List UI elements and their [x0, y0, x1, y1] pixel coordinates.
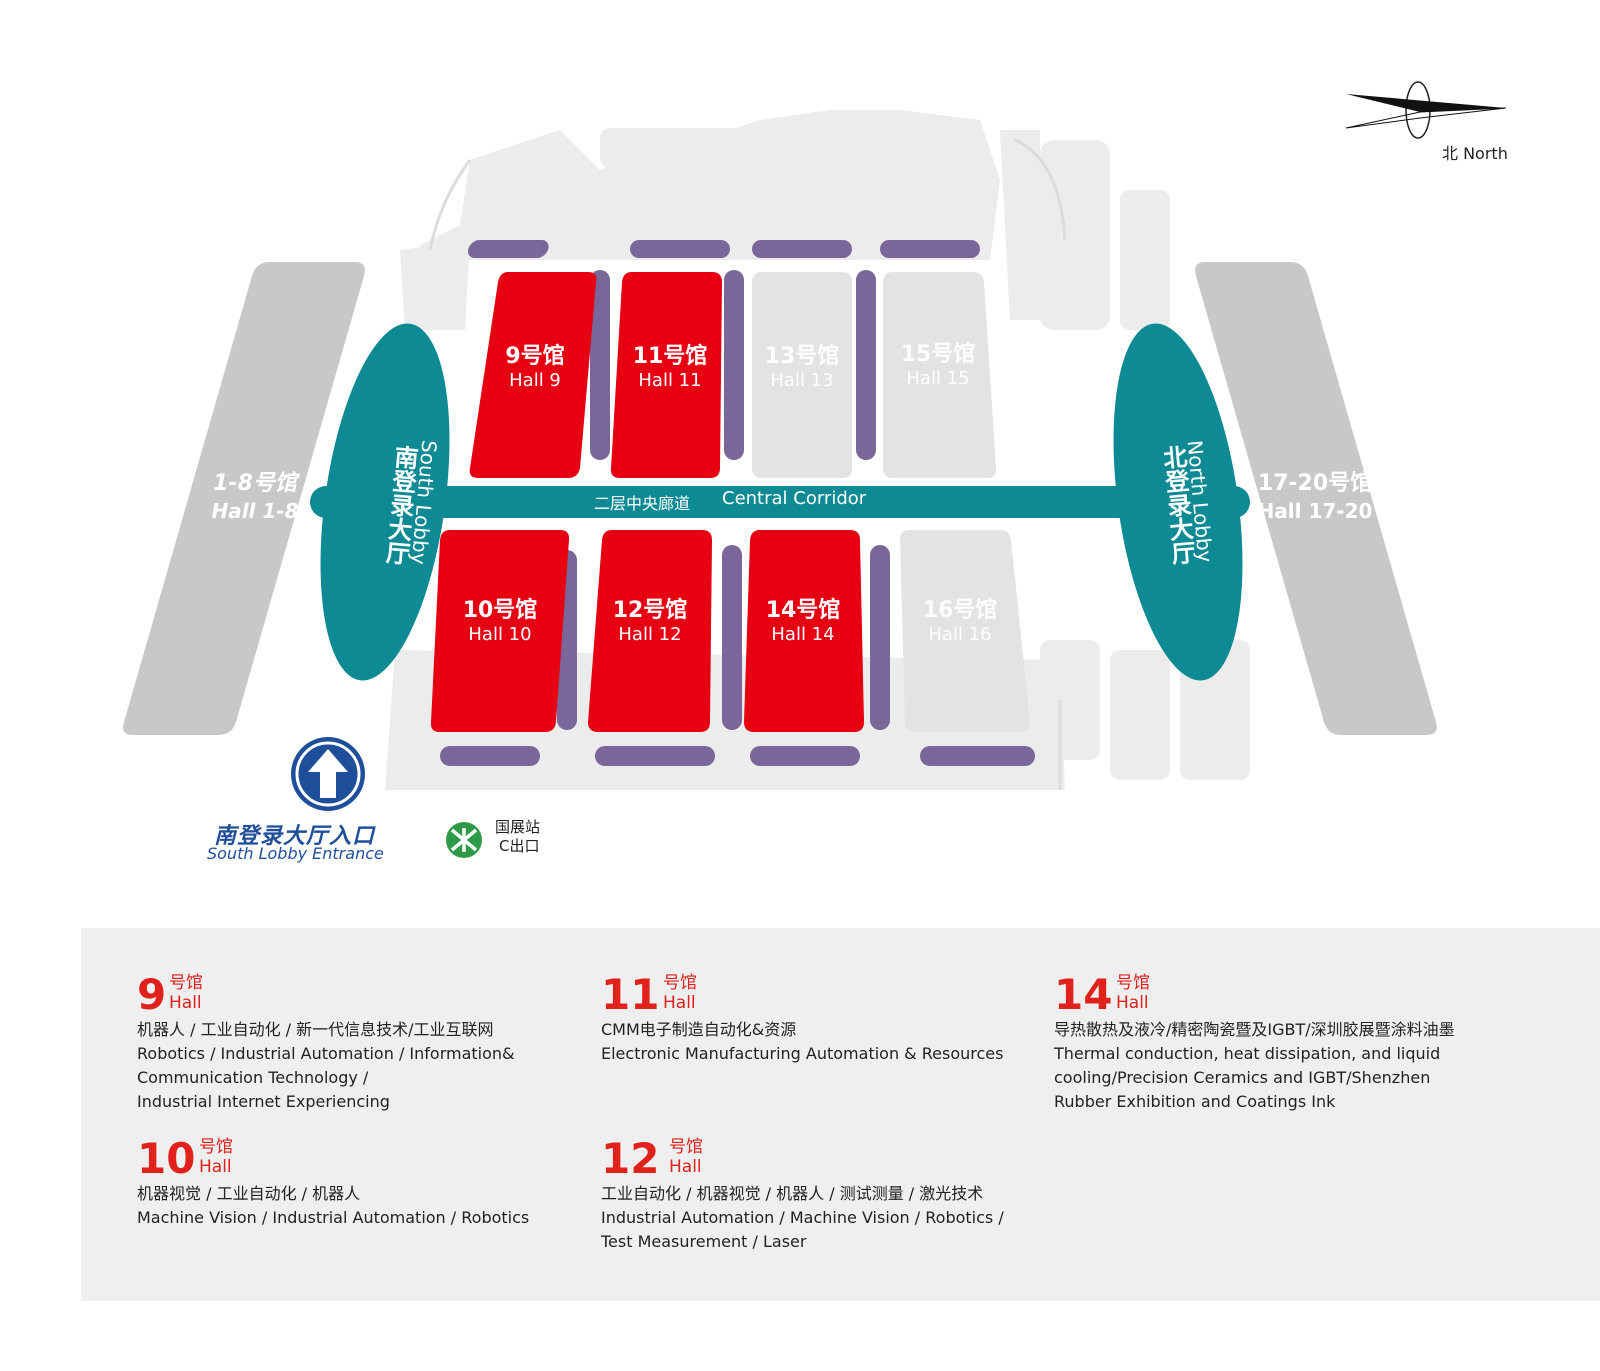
hall-16-label: 16号馆 Hall 16	[910, 598, 1010, 646]
hall-13-zh: 13号馆	[764, 344, 840, 369]
background-lines	[428, 138, 1067, 790]
hall-9-zh: 9号馆	[505, 344, 565, 369]
hall-11-zh: 11号馆	[632, 344, 708, 369]
legend-line: 导热散热及液冷/精密陶瓷暨及IGBT/深圳胶展暨涂料油墨	[1054, 1020, 1455, 1039]
legend-line: Rubber Exhibition and Coatings Ink	[1054, 1092, 1336, 1111]
corridor-zh: 二层中央廊道	[594, 494, 691, 513]
hall-12-en: Hall 12	[618, 624, 682, 645]
hall-13-label: 13号馆 Hall 13	[752, 344, 852, 392]
legend-line: cooling/Precision Ceramics and IGBT/Shen…	[1054, 1068, 1431, 1087]
legend-line: Communication Technology /	[137, 1068, 369, 1087]
hall-11-en: Hall 11	[638, 370, 702, 391]
hall-12-label: 12号馆 Hall 12	[600, 598, 700, 646]
hall-15-label: 15号馆 Hall 15	[888, 342, 988, 390]
legend-line: Robotics / Industrial Automation / Infor…	[137, 1044, 515, 1063]
legend-item-hall-14: 14 号馆 Hall 导热散热及液冷/精密陶瓷暨及IGBT/深圳胶展暨涂料油墨 …	[1054, 972, 1455, 1114]
legend-item-hall-11: 11 号馆 Hall CMM电子制造自动化&资源 Electronic Manu…	[601, 972, 1003, 1066]
south-lobby-shape[interactable]	[301, 315, 470, 688]
metro-logo-icon	[446, 822, 482, 858]
hall-9-label: 9号馆 Hall 9	[490, 344, 580, 392]
hall-1-8-zh: 1-8号馆	[213, 471, 297, 496]
hall-14-label: 14号馆 Hall 14	[753, 598, 853, 646]
hall-17-20-zh: 17-20号馆	[1257, 471, 1373, 496]
legend-line: Thermal conduction, heat dissipation, an…	[1054, 1044, 1441, 1063]
legend-hall: Hall	[663, 993, 696, 1013]
hall-17-20-label: 17-20号馆 Hall 17-20	[1235, 470, 1395, 524]
legend-item-hall-10: 10 号馆 Hall 机器视觉 / 工业自动化 / 机器人 Machine Vi…	[137, 1136, 529, 1230]
hall-13-en: Hall 13	[770, 370, 834, 391]
metro-line-2: C出口	[499, 837, 540, 855]
hall-10-zh: 10号馆	[462, 598, 538, 623]
legend-hall: Hall	[169, 993, 202, 1013]
hall-12-zh: 12号馆	[612, 598, 688, 623]
venue-map-graphic	[123, 81, 1507, 858]
hall-17-20-en: Hall 17-20	[1257, 499, 1373, 523]
hall-11-shape[interactable]	[610, 272, 722, 478]
legend-line: Industrial Internet Experiencing	[137, 1092, 390, 1111]
hall-14-zh: 14号馆	[765, 598, 841, 623]
hall-14-en: Hall 14	[771, 624, 835, 645]
hall-17-20-shape[interactable]	[1195, 262, 1437, 735]
corridor-en: Central Corridor	[722, 488, 867, 509]
hall-10-shape[interactable]	[430, 530, 570, 732]
hall-12-shape[interactable]	[588, 530, 712, 732]
hall-9-en: Hall 9	[509, 370, 561, 391]
legend-hall-number: 10	[137, 1134, 196, 1183]
legend-hall-number: 12	[601, 1134, 660, 1183]
north-lobby-shape[interactable]	[1094, 315, 1263, 688]
legend-line: 机器视觉 / 工业自动化 / 机器人	[137, 1184, 361, 1203]
legend-hall-number: 14	[1054, 970, 1113, 1019]
legend-panel: 9 号馆 Hall 机器人 / 工业自动化 / 新一代信息技术/工业互联网 Ro…	[81, 928, 1600, 1301]
entrance-zh: 南登录大厅入口	[214, 824, 376, 849]
hall-14-shape[interactable]	[744, 530, 864, 732]
hall-9-shape[interactable]	[469, 272, 597, 478]
hall-15-en: Hall 15	[906, 368, 970, 389]
metro-line-1: 国展站	[495, 818, 541, 836]
venue-map: 9号馆 Hall 9 11号馆 Hall 11 13号馆 Hall 13 15号…	[123, 81, 1508, 863]
legend-hall: Hall	[199, 1157, 232, 1177]
legend-hao: 号馆	[1116, 973, 1150, 993]
central-corridor-bar	[310, 486, 1250, 518]
up-arrow-icon[interactable]	[291, 737, 365, 811]
north-arrow-icon	[1345, 81, 1507, 139]
hall-15-zh: 15号馆	[900, 342, 976, 367]
hall-10-en: Hall 10	[468, 624, 532, 645]
legend-hall-number: 9	[137, 970, 167, 1019]
hall-10-label: 10号馆 Hall 10	[450, 598, 550, 646]
legend-line: Machine Vision / Industrial Automation /…	[137, 1208, 530, 1227]
compass-label: 北 North	[1442, 144, 1508, 163]
legend-hall: Hall	[669, 1157, 702, 1177]
corridor-strips	[440, 240, 1035, 766]
legend-hao: 号馆	[169, 973, 203, 993]
legend-hall-number: 11	[601, 970, 660, 1019]
legend-line: Test Measurement / Laser	[601, 1232, 807, 1251]
hall-13-shape[interactable]	[752, 272, 852, 478]
hall-1-8-label: 1-8号馆 Hall 1-8	[190, 470, 320, 524]
hall-16-zh: 16号馆	[922, 598, 998, 623]
legend-hao: 号馆	[199, 1137, 233, 1157]
legend-hao: 号馆	[663, 973, 697, 993]
legend-item-hall-9: 9 号馆 Hall 机器人 / 工业自动化 / 新一代信息技术/工业互联网 Ro…	[137, 972, 515, 1114]
hall-1-8-en: Hall 1-8	[211, 499, 299, 523]
hall-16-en: Hall 16	[928, 624, 992, 645]
legend-line: CMM电子制造自动化&资源	[601, 1020, 797, 1039]
legend-hall: Hall	[1116, 993, 1149, 1013]
legend-line: Industrial Automation / Machine Vision /…	[601, 1208, 1004, 1227]
legend-line: 机器人 / 工业自动化 / 新一代信息技术/工业互联网	[137, 1020, 494, 1039]
entrance-en: South Lobby Entrance	[207, 844, 384, 863]
hall-1-8-shape[interactable]	[123, 262, 365, 735]
legend-item-hall-12: 12 号馆 Hall 工业自动化 / 机器视觉 / 机器人 / 测试测量 / 激…	[601, 1136, 1004, 1254]
legend-hao: 号馆	[669, 1137, 703, 1157]
legend-line: 工业自动化 / 机器视觉 / 机器人 / 测试测量 / 激光技术	[601, 1184, 984, 1203]
legend-line: Electronic Manufacturing Automation & Re…	[601, 1044, 1004, 1063]
hall-16-shape[interactable]	[900, 530, 1031, 732]
hall-15-shape[interactable]	[883, 272, 997, 478]
hall-11-label: 11号馆 Hall 11	[620, 344, 720, 392]
metro-label: 国展站 C出口	[495, 818, 540, 856]
